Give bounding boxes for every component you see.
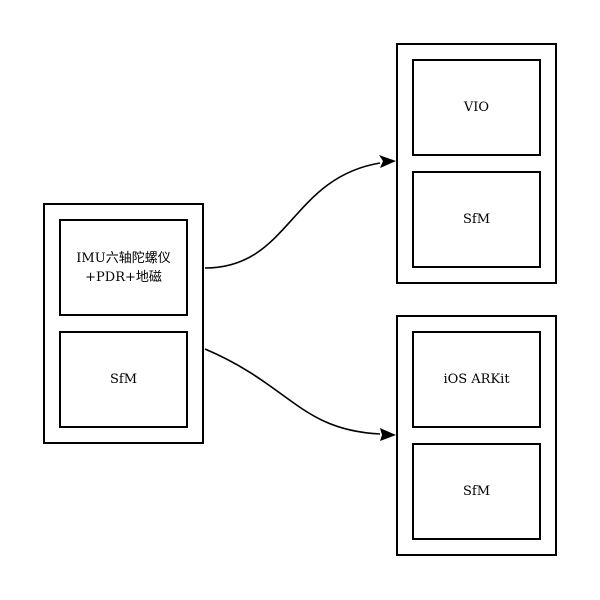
- left-sfm-label: SfM: [109, 372, 138, 387]
- top-right-sfm-label: SfM: [462, 212, 491, 227]
- vio-label: VIO: [463, 100, 490, 115]
- left-sfm-box: SfM: [59, 331, 188, 428]
- imu-pdr-geomagnetic-box: IMU六轴陀螺仪+PDR+地磁: [59, 219, 188, 316]
- arrow-to-vio-group: [204, 162, 381, 269]
- imu-pdr-geomagnetic-label: IMU六轴陀螺仪+PDR+地磁: [76, 250, 171, 285]
- top-right-sfm-box: SfM: [412, 171, 541, 268]
- arrow-to-arkit-group: [204, 348, 381, 435]
- bottom-right-sfm-label: SfM: [462, 484, 491, 499]
- ios-arkit-box: iOS ARKit: [412, 331, 541, 428]
- ios-arkit-label: iOS ARKit: [443, 372, 510, 387]
- arrowhead-to-vio-group: [379, 155, 396, 168]
- bottom-right-sfm-box: SfM: [412, 443, 541, 540]
- vio-box: VIO: [412, 59, 541, 156]
- arrowhead-to-arkit-group: [380, 428, 396, 441]
